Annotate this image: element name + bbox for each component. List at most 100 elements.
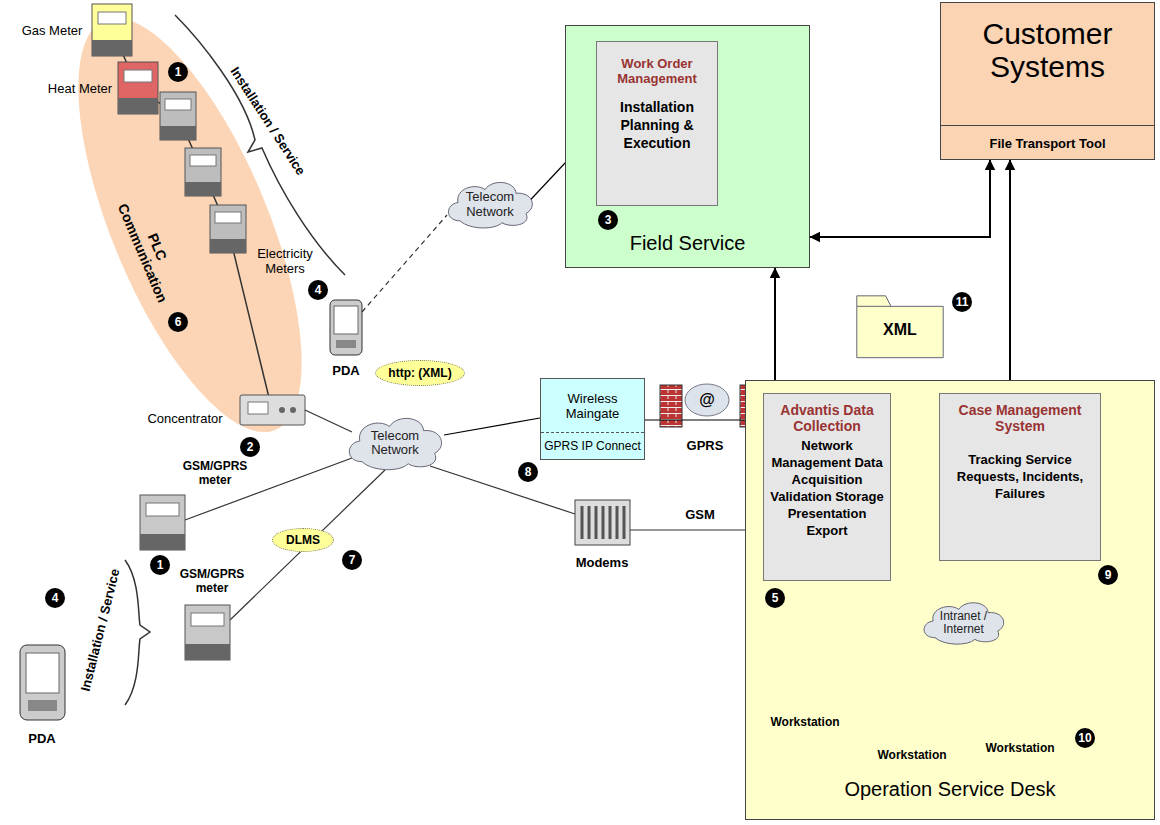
concentrator <box>248 402 268 414</box>
bracket <box>125 560 150 705</box>
group-box: Field Service Work Order ManagementInstal… <box>565 25 810 268</box>
part-label: GSM <box>685 507 715 522</box>
connector <box>810 160 990 237</box>
callout-number: 11 <box>952 292 972 312</box>
box-title: Advantis Data Collection <box>768 402 886 434</box>
bracket <box>175 15 345 275</box>
box-title: Wireless Maingate <box>541 379 644 432</box>
part-label: Workstation <box>770 715 839 729</box>
callout-number: 3 <box>598 210 618 230</box>
band-text: File Transport Tool <box>989 136 1105 151</box>
concentrator <box>279 407 285 413</box>
callout-number: 4 <box>308 280 328 300</box>
part-label: Heat Meter <box>48 81 112 96</box>
protocol-tag: http: (XML) <box>375 360 465 386</box>
tool-band: File Transport Tool <box>941 125 1154 160</box>
callout-number: 7 <box>342 550 362 570</box>
process-box: Advantis Data CollectionNetwork Manageme… <box>763 393 891 581</box>
pda <box>28 700 57 711</box>
internet-cloud <box>685 384 729 416</box>
group-title: Field Service <box>566 232 809 255</box>
callout-number: 6 <box>168 312 188 332</box>
electricity-meter <box>215 212 241 223</box>
electricity-meter <box>160 126 196 140</box>
network-cloud: Telecom Network <box>440 175 540 230</box>
process-box: Case Management SystemTracking Service R… <box>939 393 1101 561</box>
connector <box>774 268 776 393</box>
concentrator <box>290 407 296 413</box>
box-body: Installation Planning & Execution <box>603 98 711 153</box>
part-label: Modems <box>576 555 629 570</box>
modem-rack <box>575 500 630 545</box>
gsm-meter <box>140 495 185 550</box>
protocol-text: http: (XML) <box>388 366 451 380</box>
file-folder: XML <box>855 290 945 360</box>
cloud-outline <box>448 182 532 228</box>
callout-number: 1 <box>150 555 170 575</box>
electricity-meter <box>210 205 246 253</box>
protocol-tag: DLMS <box>272 528 334 552</box>
network-cloud: Intranet / Internet <box>916 596 1011 646</box>
box-body: GPRS IP Connect <box>541 432 644 459</box>
pda <box>330 300 362 355</box>
electricity-meter <box>185 182 221 196</box>
system-box: Customer SystemsFile Transport Tool <box>940 2 1155 160</box>
gsm-meter <box>140 534 185 550</box>
gsm-meter <box>191 613 224 626</box>
gsm-meter <box>140 495 185 550</box>
electricity-meter <box>185 148 221 196</box>
cloud-text: Telecom Network <box>454 190 526 219</box>
group-title: Operation Service Desk <box>746 778 1154 801</box>
bracket <box>175 15 345 275</box>
cloud-outline <box>924 603 1004 644</box>
callout-number: 9 <box>1098 565 1118 585</box>
electricity-meter <box>210 239 246 253</box>
wire <box>362 215 447 312</box>
part-label: GPRS <box>687 438 724 453</box>
cloud-outline <box>349 418 441 469</box>
plc-area <box>33 0 348 460</box>
wire <box>630 529 762 530</box>
gsm-meter <box>146 503 179 516</box>
part-label: GSM/GPRS meter <box>176 568 248 596</box>
internet-cloud <box>685 384 729 416</box>
bracket <box>125 560 150 705</box>
electricity-meter <box>160 92 196 140</box>
part-label: Electricity Meters <box>245 247 325 277</box>
cloud-text: Telecom Network <box>354 429 436 458</box>
concentrator <box>240 395 305 425</box>
part-label: Concentrator <box>147 411 222 426</box>
part-label: GSM/GPRS meter <box>179 460 251 488</box>
modem-rack <box>575 500 630 545</box>
network-cloud: Telecom Network <box>340 410 450 472</box>
connector <box>1009 160 1011 393</box>
process-box: Work Order ManagementInstallation Planni… <box>596 41 718 206</box>
gas-meter <box>92 4 132 56</box>
pda <box>26 653 59 693</box>
folder-outline <box>857 296 943 358</box>
gsm-meter <box>185 605 230 660</box>
plc-area <box>33 0 348 460</box>
electricity-meter <box>185 148 221 196</box>
callout-number: 1 <box>168 62 188 82</box>
folder-text: XML <box>883 321 917 339</box>
box-body: Tracking Service Requests, Incidents, Fa… <box>946 452 1094 503</box>
box-title: Work Order Management <box>603 56 711 86</box>
pda <box>20 645 65 720</box>
electricity-meter <box>165 99 191 110</box>
gas-meter <box>98 12 126 24</box>
part-label: Workstation <box>985 741 1054 755</box>
group-box: Operation Service Desk Advantis Data Coll… <box>745 380 1155 820</box>
gas-meter <box>92 40 132 56</box>
pda <box>334 306 358 334</box>
part-label: PDA <box>28 731 55 746</box>
callout-number: 4 <box>45 588 65 608</box>
heat-meter <box>118 62 158 114</box>
part-label: Installation / Service <box>78 567 123 693</box>
pda <box>330 300 362 355</box>
callout-number: 5 <box>765 588 785 608</box>
heat-meter <box>124 70 152 82</box>
firewall <box>660 385 682 427</box>
callout-number: 8 <box>518 462 538 482</box>
concentrator <box>240 395 305 425</box>
